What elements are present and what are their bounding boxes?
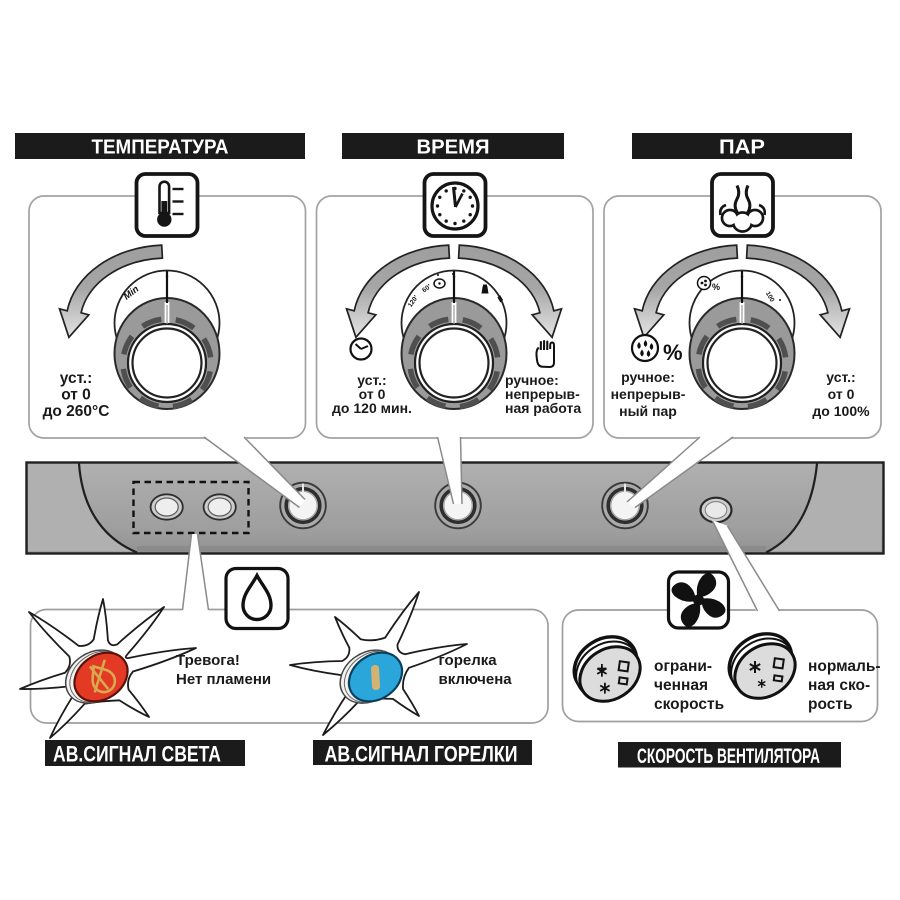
svg-text:до 100%: до 100% bbox=[812, 403, 870, 419]
svg-text:уст.:: уст.: bbox=[357, 372, 386, 388]
svg-text:СКОРОСТЬ ВЕНТИЛЯТОРА: СКОРОСТЬ ВЕНТИЛЯТОРА bbox=[637, 745, 820, 768]
svg-text:уст.:: уст.: bbox=[826, 369, 855, 385]
svg-text:уст.:: уст.: bbox=[60, 370, 93, 387]
svg-text:ная ско-: ная ско- bbox=[808, 677, 870, 694]
svg-text:ограни-: ограни- bbox=[654, 658, 712, 675]
svg-text:АВ.СИГНАЛ ГОРЕЛКИ: АВ.СИГНАЛ ГОРЕЛКИ bbox=[325, 742, 518, 767]
svg-text:%: % bbox=[712, 282, 720, 292]
svg-text:ТЕМПЕРАТУРА: ТЕМПЕРАТУРА bbox=[92, 137, 229, 159]
svg-text:горелка: горелка bbox=[439, 652, 498, 669]
svg-text:ручное:: ручное: bbox=[505, 372, 559, 388]
svg-text:до 120 мин.: до 120 мин. bbox=[332, 400, 412, 416]
svg-text:от 0: от 0 bbox=[61, 387, 91, 404]
svg-text:АВ.СИГНАЛ СВЕТА: АВ.СИГНАЛ СВЕТА bbox=[53, 742, 221, 767]
svg-text:Нет пламени: Нет пламени bbox=[176, 671, 271, 688]
svg-text:от 0: от 0 bbox=[828, 386, 855, 402]
svg-text:ный пар: ный пар bbox=[619, 403, 677, 419]
svg-text:ченная: ченная bbox=[654, 677, 708, 694]
svg-text:100: 100 bbox=[764, 291, 776, 304]
svg-text:%: % bbox=[663, 340, 683, 365]
svg-text:рость: рость bbox=[808, 696, 852, 713]
svg-text:непрерыв-: непрерыв- bbox=[611, 386, 686, 402]
svg-text:ная работа: ная работа bbox=[505, 400, 581, 416]
svg-text:непрерыв-: непрерыв- bbox=[505, 386, 580, 402]
svg-text:скорость: скорость bbox=[654, 696, 724, 713]
svg-text:ВРЕМЯ: ВРЕМЯ bbox=[417, 137, 490, 159]
svg-text:60’: 60’ bbox=[421, 283, 433, 294]
svg-text:до 260°C: до 260°C bbox=[43, 403, 110, 420]
svg-text:Тревога!: Тревога! bbox=[176, 652, 240, 669]
svg-text:от 0: от 0 bbox=[359, 386, 386, 402]
svg-text:включена: включена bbox=[439, 671, 513, 688]
svg-text:ПАР: ПАР bbox=[719, 137, 765, 159]
svg-text:нормаль-: нормаль- bbox=[808, 658, 881, 675]
svg-text:ручное:: ручное: bbox=[621, 369, 675, 385]
